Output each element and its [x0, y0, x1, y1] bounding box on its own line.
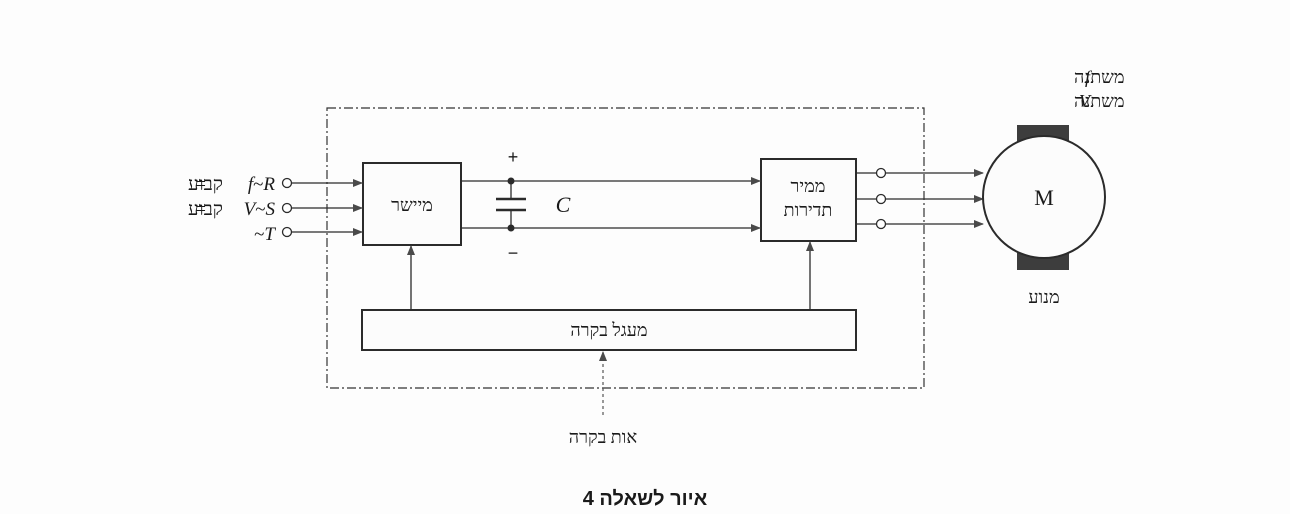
input-annotation-r-word: קבוע: [188, 174, 223, 195]
output-terminal-2: [875, 193, 887, 205]
motor-note-v-text: משתנה: [1074, 91, 1125, 111]
inverter-label-line2: תדירות: [784, 200, 833, 220]
output-terminal-3: [875, 218, 887, 230]
motor-note-f: f: [1085, 67, 1093, 87]
input-label-r: f~R: [248, 174, 276, 195]
input-label-t: ~T: [254, 224, 276, 245]
input-terminal-t: [281, 226, 293, 238]
control-circuit-block: [361, 309, 857, 351]
input-label-s: V~S: [244, 199, 276, 220]
input-annotation-s-word: קבוע: [188, 199, 223, 220]
control-signal-label: אות בקרה: [569, 427, 638, 447]
rectifier-block: [362, 162, 462, 246]
inverter-block: [760, 158, 857, 242]
input-terminal-r: [281, 177, 293, 189]
motor-caption: מנוע: [1028, 287, 1059, 307]
control-circuit-label: מעגל בקרה: [570, 320, 647, 340]
motor-symbol: M: [1034, 185, 1054, 210]
drive-enclosure: [326, 107, 925, 389]
capacitor-plus: +: [508, 147, 519, 167]
input-terminal-s: [281, 202, 293, 214]
motor-note-v: V: [1079, 91, 1092, 111]
motor-circle: [982, 135, 1106, 259]
motor-note-f-text: משתנה: [1074, 67, 1125, 87]
figure-caption: איור לשאלה 4: [583, 488, 708, 510]
rectifier-label: מיישר: [391, 195, 433, 215]
input-annotation-s: =: [195, 199, 206, 220]
inverter-label-line1: ממיר: [791, 176, 826, 196]
capacitor-minus: −: [508, 243, 519, 263]
capacitor-label: C: [556, 192, 571, 217]
output-terminal-1: [875, 167, 887, 179]
input-annotation-r: =: [195, 174, 206, 195]
